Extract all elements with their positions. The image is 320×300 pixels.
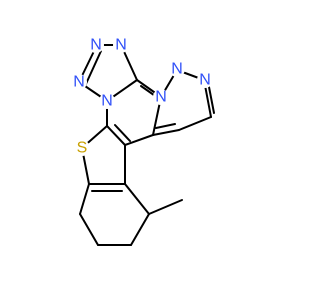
atom-n: N <box>71 74 87 91</box>
bond <box>124 183 150 215</box>
atom-label: N <box>155 89 167 106</box>
atom-s: S <box>74 140 90 157</box>
atom-label: S <box>77 140 88 157</box>
atom-n: N <box>153 89 169 106</box>
bond <box>114 124 131 142</box>
atom-n: N <box>169 61 185 78</box>
bond <box>208 86 215 114</box>
atom-n: N <box>88 37 104 54</box>
molecule-structure: N N N N N N N S <box>71 36 215 246</box>
bond <box>106 125 126 146</box>
atom-label: N <box>73 74 85 91</box>
atom-label: N <box>199 72 211 89</box>
bond <box>148 199 183 215</box>
atom-label: N <box>115 37 127 54</box>
bond <box>79 213 99 246</box>
bond <box>178 116 212 131</box>
atom-label: N <box>101 93 113 110</box>
molecule-canvas: N N N N N N N S <box>71 36 215 246</box>
bond <box>84 50 102 87</box>
bond <box>152 129 180 136</box>
bond <box>79 183 90 215</box>
atom-n: N <box>99 93 115 110</box>
bond <box>155 123 176 129</box>
bond <box>124 134 154 146</box>
atom-n: N <box>113 37 129 54</box>
bond <box>130 213 150 246</box>
atom-n: N <box>197 72 213 89</box>
atom-label: N <box>90 37 102 54</box>
atom-label: N <box>171 61 183 78</box>
